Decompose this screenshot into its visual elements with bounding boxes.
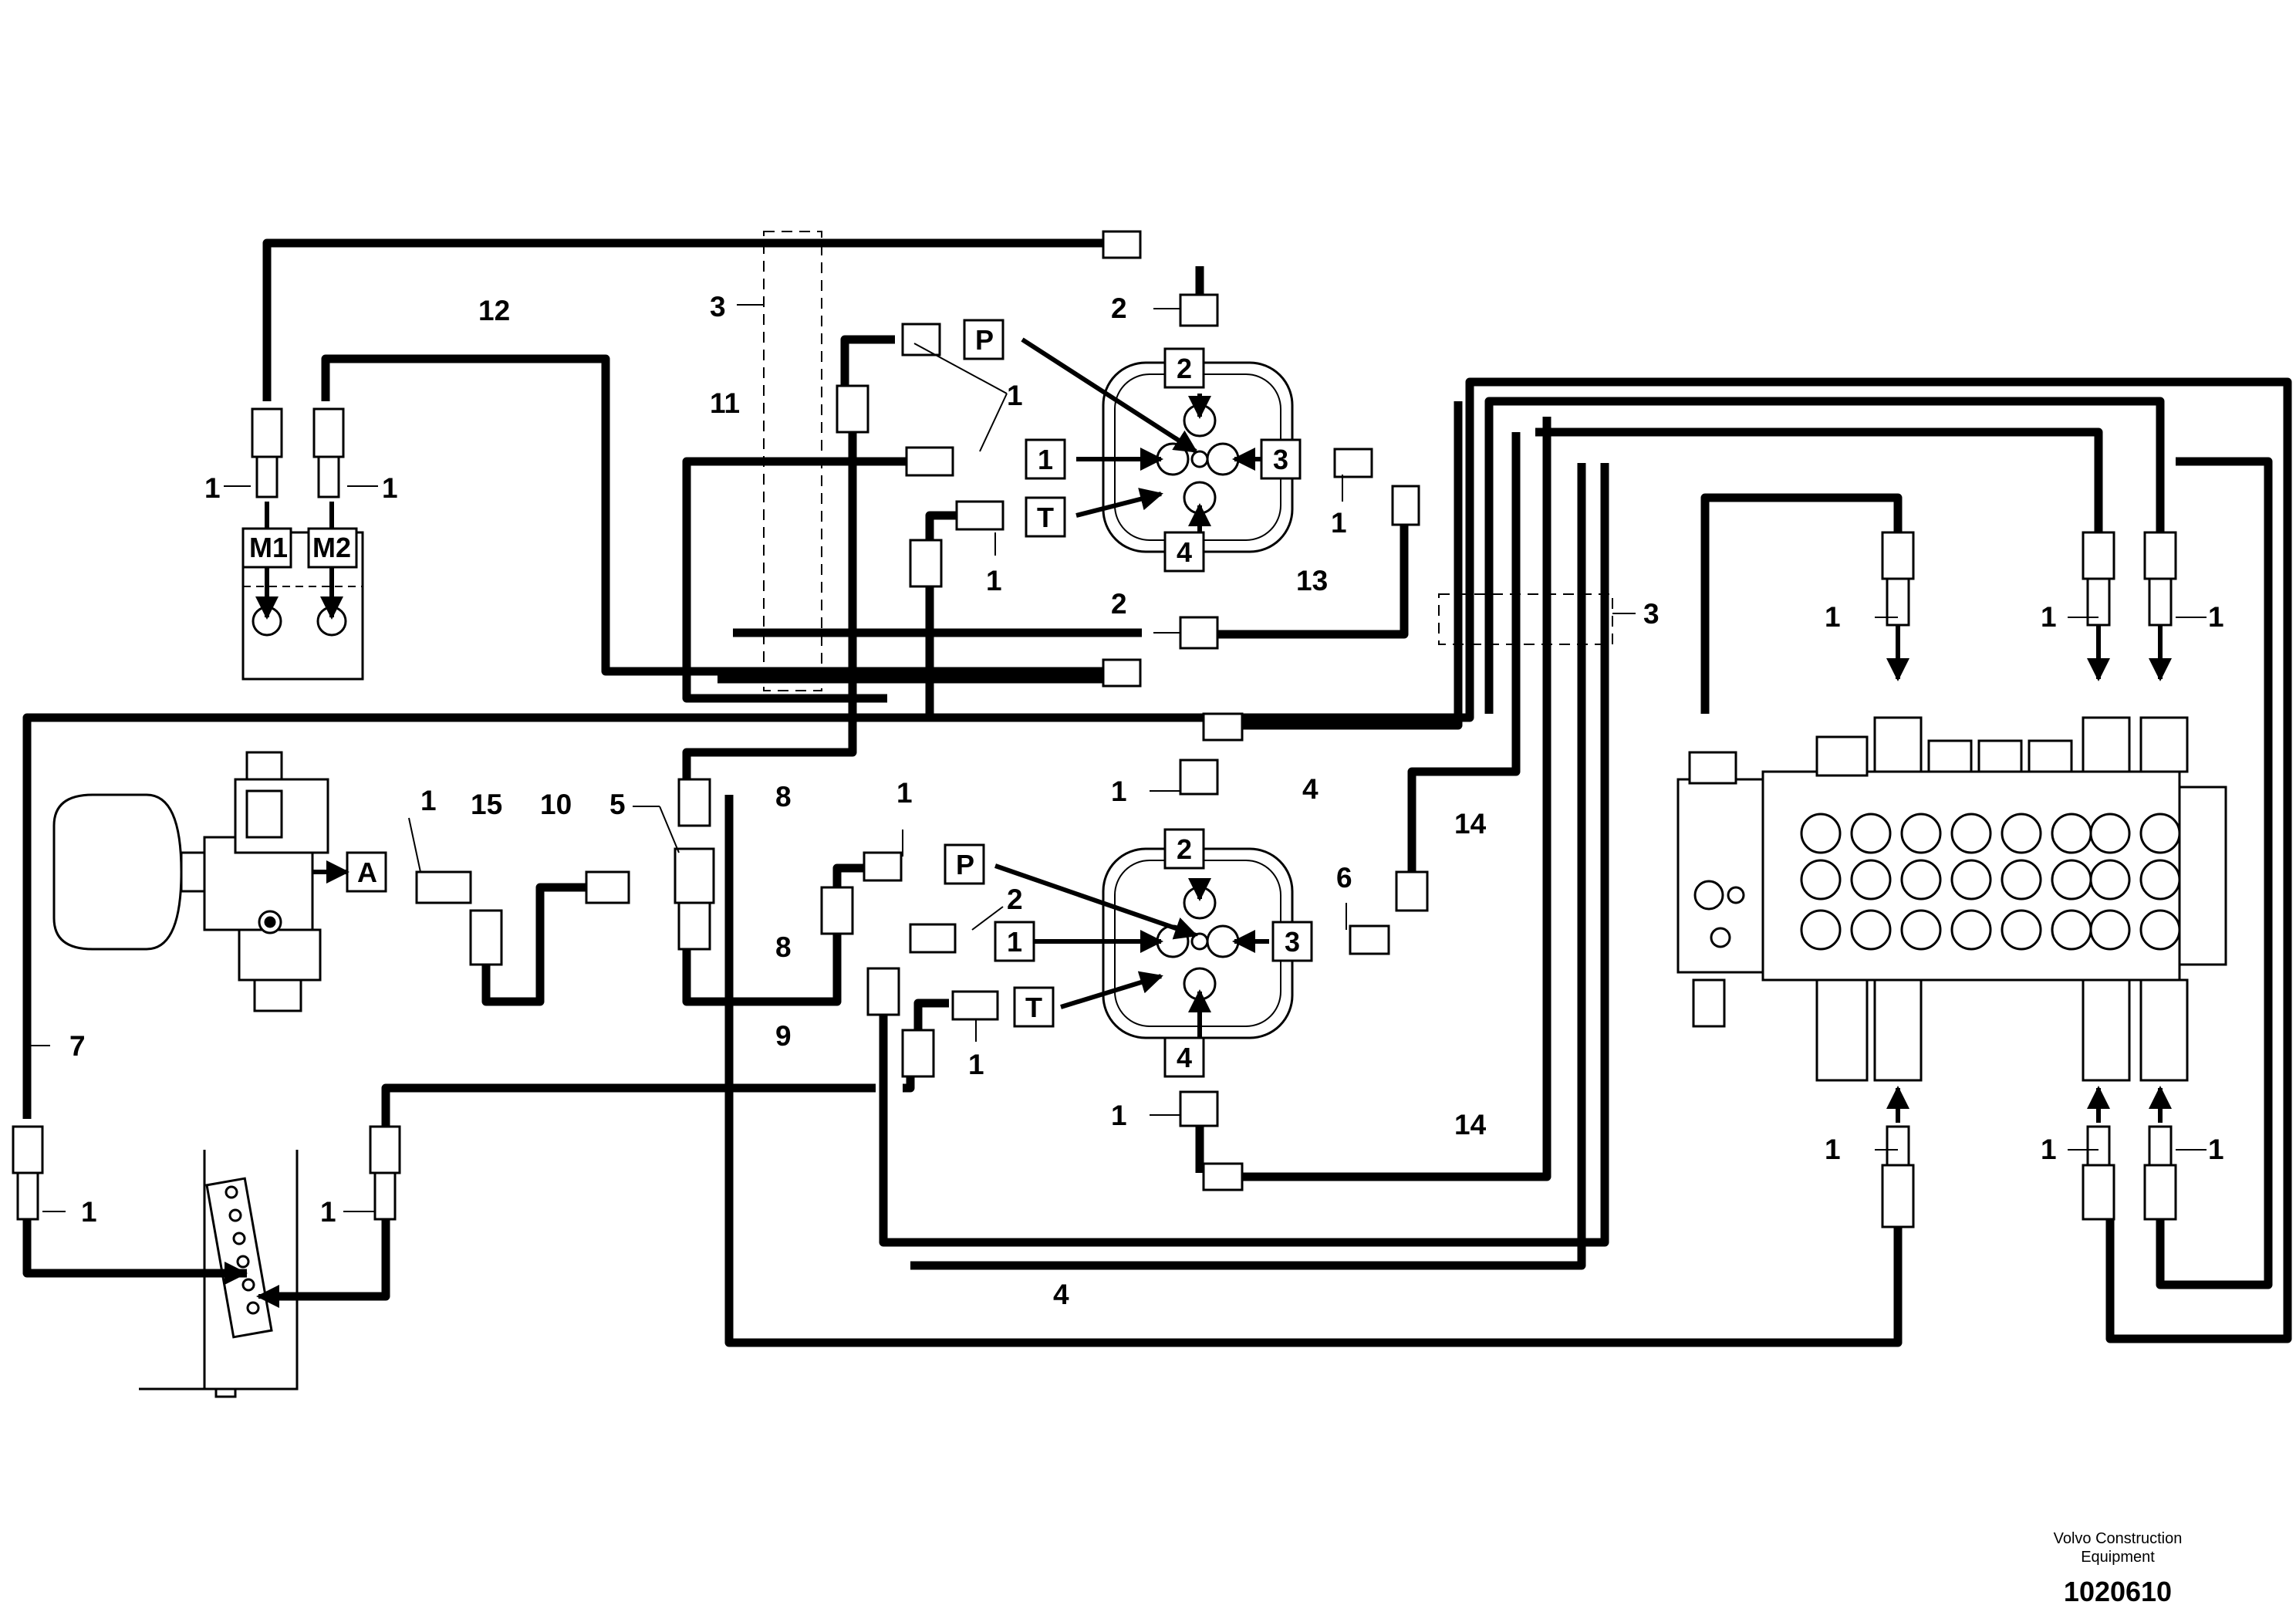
port-3-lower-label: 3 (1285, 926, 1300, 958)
hose-t-lower (913, 999, 949, 1038)
hose-11 (682, 457, 907, 703)
m2-label: M2 (312, 532, 351, 563)
port-boxes (346, 319, 1313, 1078)
m1-label: M1 (249, 532, 288, 563)
hose-long-top2 (1535, 427, 2103, 532)
dashed-box-3-right (1438, 593, 1613, 645)
label-5: 5 (609, 789, 626, 820)
control-valve-block (1676, 716, 2227, 1082)
manifold-bracket (27, 1150, 386, 1398)
label-14-upper: 14 (1454, 808, 1487, 840)
company-name-line1: Volvo Construction (2054, 1530, 2183, 1547)
fittings (12, 230, 2177, 1228)
label-2-upper-bottom: 2 (1111, 588, 1127, 620)
label-1-valve-top-left: 1 (1825, 601, 1841, 633)
label-12: 12 (478, 295, 510, 326)
hose-long-top3 (910, 463, 1586, 1270)
accumulator-assembly (52, 751, 349, 1012)
label-4-lower: 4 (1053, 1279, 1069, 1310)
dashed-boxes (763, 231, 1613, 691)
hose-12-outer (262, 238, 1111, 401)
m1-label-box (241, 527, 292, 569)
port-2-lower-label: 2 (1177, 833, 1192, 865)
pilot-valve-lower-arrows (994, 863, 1269, 1038)
hoses (22, 238, 2292, 1347)
label-2-lower-1: 2 (1007, 884, 1023, 915)
label-1-left-bottom: 1 (81, 1196, 97, 1228)
port-4-lower-label: 4 (1177, 1042, 1192, 1073)
label-3-left: 3 (710, 291, 726, 323)
hose-8 (682, 413, 857, 779)
label-1-valve-bottom-left: 1 (1825, 1134, 1841, 1165)
label-1-lower-t: 1 (968, 1049, 984, 1080)
hose-top-right (2156, 457, 2273, 1289)
hose-9 (381, 1083, 876, 1127)
label-1-lower-4: 1 (1111, 1100, 1127, 1131)
label-4-upper: 4 (1302, 773, 1319, 805)
drawing-number: 1020610 (2064, 1576, 2172, 1607)
tee-fitting-5 (674, 847, 715, 904)
label-14-lower: 14 (1454, 1109, 1487, 1140)
hose-p-upper (840, 335, 895, 386)
port-t-upper-label: T (1037, 502, 1054, 533)
hose-12-inner (321, 354, 1103, 676)
label-1-upper-p: 1 (1007, 380, 1023, 411)
port-p-lower-label: P (956, 849, 974, 880)
port-1-upper-label: 1 (1038, 444, 1053, 475)
label-7: 7 (69, 1030, 86, 1062)
label-1-left-bottom2: 1 (320, 1196, 336, 1228)
port-1-lower-label: 1 (1007, 926, 1022, 958)
label-1-a: 1 (420, 785, 437, 816)
port-4-upper-label: 4 (1177, 536, 1192, 568)
port-a-label: A (357, 857, 377, 888)
hose-return (724, 795, 1903, 1347)
port-t-lower-label: T (1025, 992, 1042, 1023)
leader-lines (31, 304, 2207, 1212)
company-name-line2: Equipment (2081, 1549, 2155, 1566)
label-10: 10 (540, 789, 572, 820)
label-6: 6 (1336, 862, 1352, 894)
label-9: 9 (775, 1020, 792, 1052)
hose-4-lower (879, 463, 1609, 1247)
label-1-valve-top-right: 1 (2208, 601, 2224, 633)
label-1-m1: 1 (204, 472, 221, 504)
label-15: 15 (471, 789, 502, 820)
hose-8-lower (682, 926, 842, 1006)
label-1-upper-3: 1 (1331, 507, 1347, 539)
dashed-box-3-left (763, 231, 822, 691)
hose-long-top (1484, 397, 2165, 714)
pilot-valve-upper-arrows (1021, 337, 1277, 540)
valve-block-arrows (1886, 625, 2172, 1123)
port-2-upper-label: 2 (1177, 353, 1192, 384)
m2-label-box (307, 527, 358, 569)
label-1-m2: 1 (382, 472, 398, 504)
label-3-right: 3 (1643, 598, 1660, 630)
port-3-upper-label: 3 (1273, 444, 1288, 475)
port-p-upper-label: P (975, 324, 994, 356)
hose-valve-col3 (1700, 493, 1903, 714)
label-1-valve-top-mid: 1 (2041, 601, 2057, 633)
hose-14-lower (1238, 417, 1551, 1181)
label-11: 11 (710, 387, 740, 419)
label-13: 13 (1296, 565, 1328, 596)
label-1-valve-bottom-right: 1 (2208, 1134, 2224, 1165)
part-labels: 12 3 11 2 1 1 1 2 13 3 1 1 1 15 10 5 8 8… (69, 291, 2224, 1310)
accumulator-icon (52, 793, 183, 951)
label-1-lower-p: 1 (896, 777, 913, 809)
m1-m2-block (241, 502, 364, 681)
label-8-upper: 8 (775, 781, 792, 813)
label-8-lower: 8 (775, 931, 792, 963)
hose-13 (1192, 505, 1409, 639)
hose-7 (22, 377, 2292, 1343)
hose-10 (481, 883, 586, 1006)
hose-left-bottom2 (278, 1219, 390, 1301)
label-1-upper-t: 1 (986, 565, 1002, 596)
hose-4-upper (1242, 401, 1463, 730)
label-1-valve-bottom-mid: 1 (2041, 1134, 2057, 1165)
label-2-upper-top: 2 (1111, 292, 1127, 324)
hose-14-upper (1407, 432, 1521, 872)
label-1-lower-2: 1 (1111, 776, 1127, 807)
